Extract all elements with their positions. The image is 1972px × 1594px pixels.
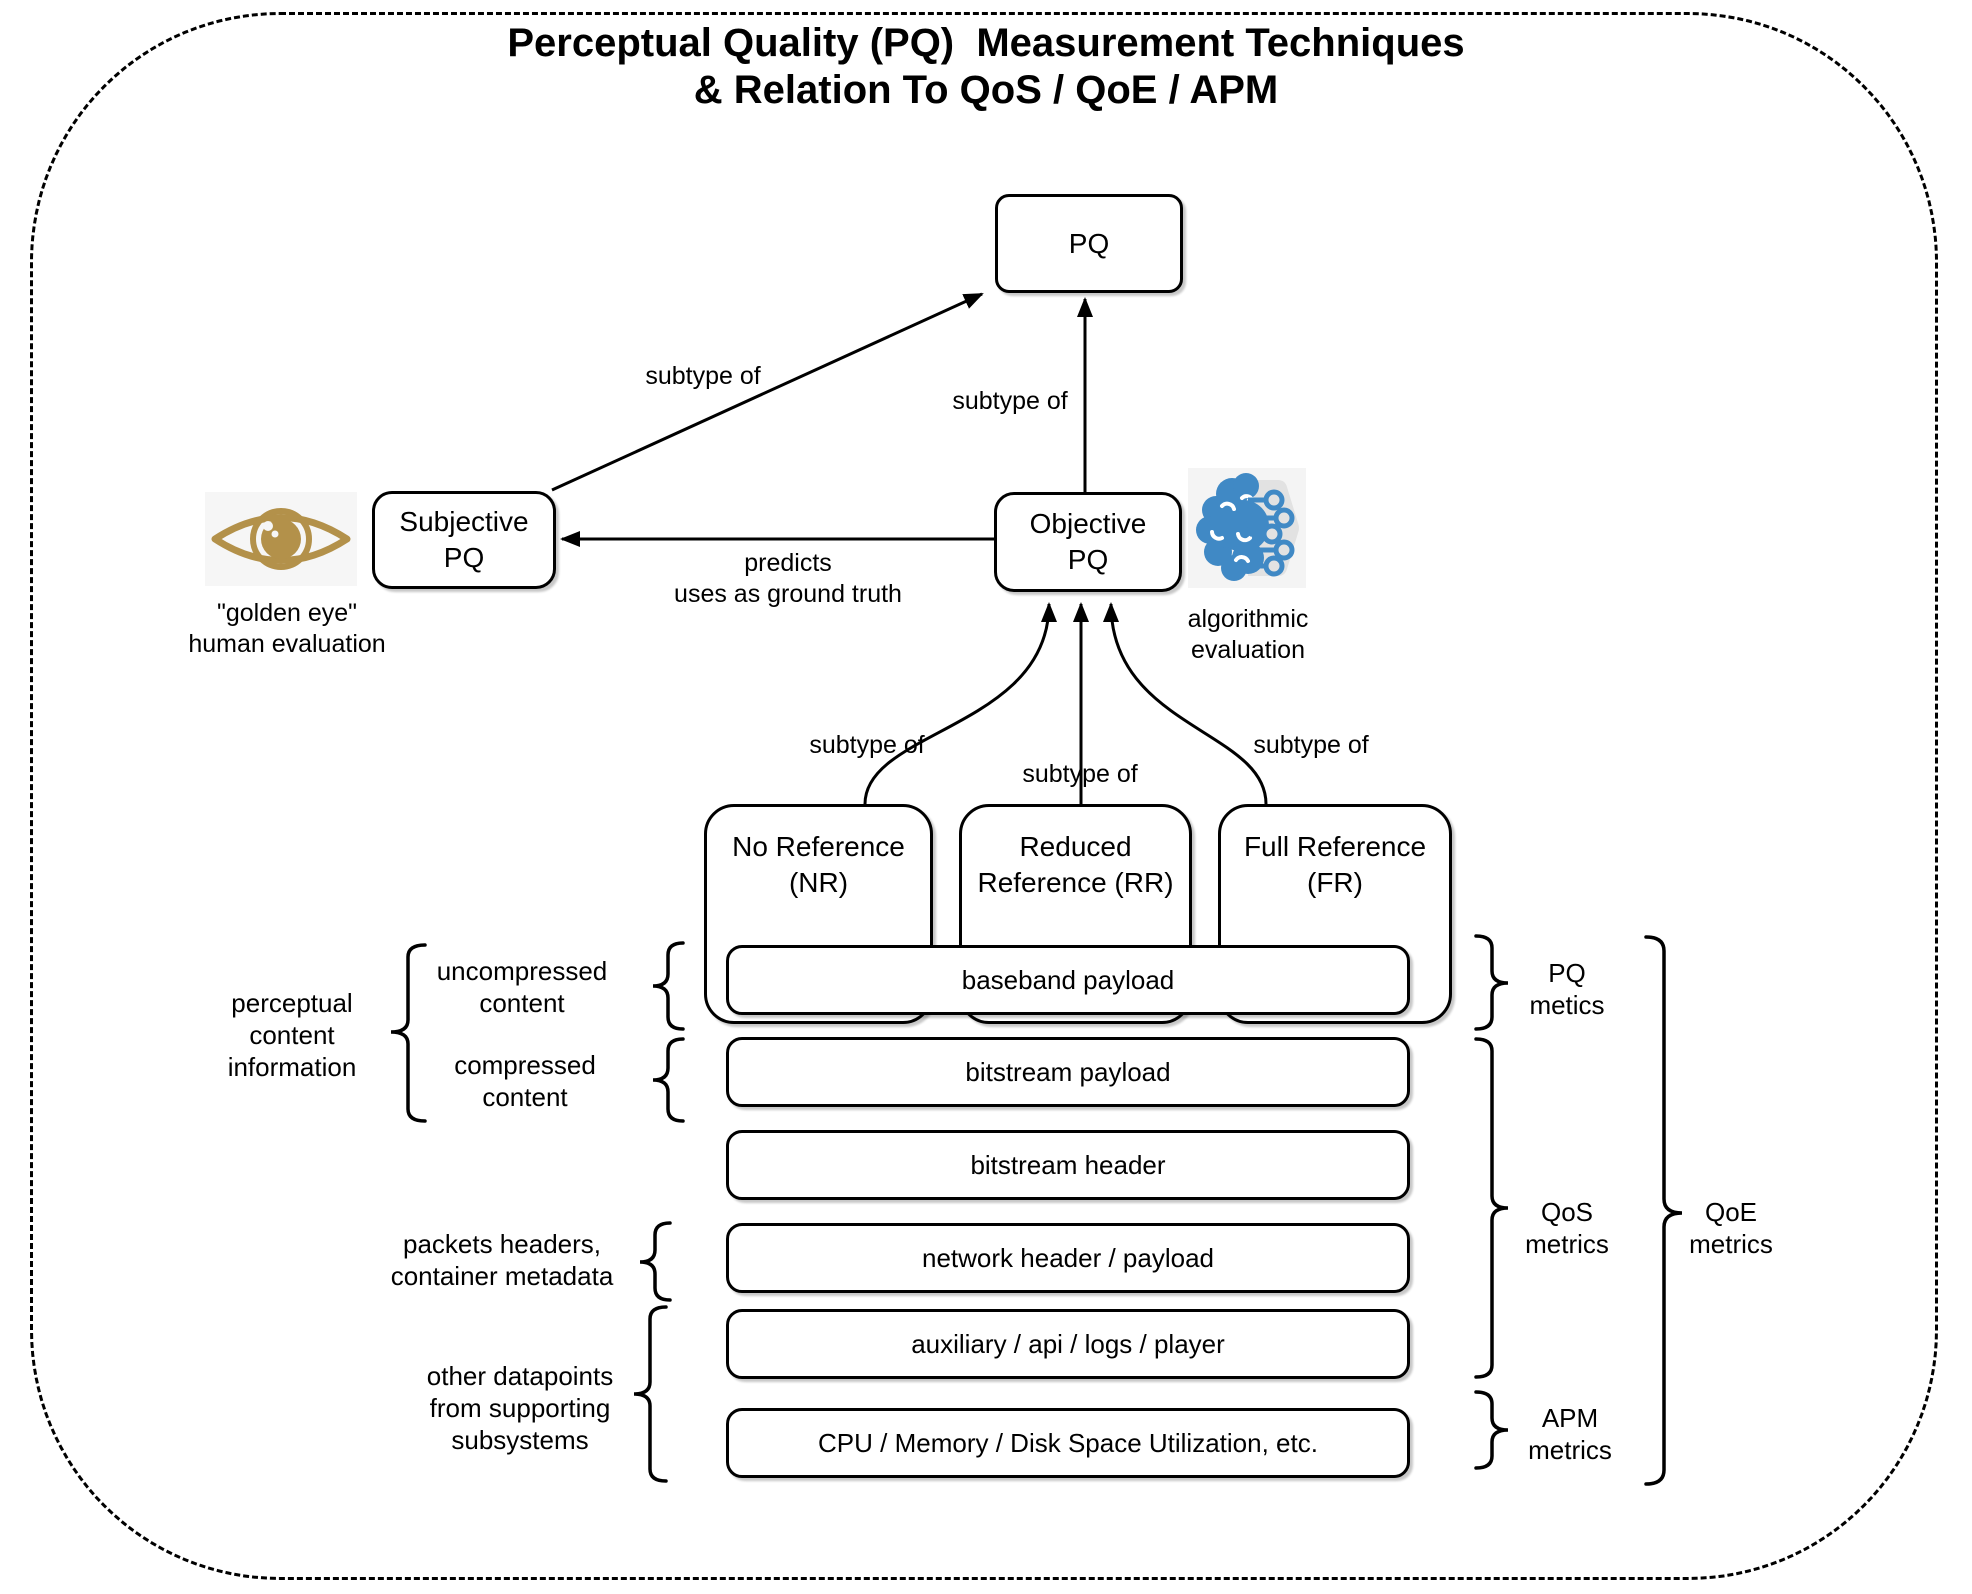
node-pq: PQ <box>995 194 1183 293</box>
edge-label-subtype-rr: subtype of <box>1022 760 1138 788</box>
node-objective-pq: Objective PQ <box>994 492 1182 592</box>
bar-auxiliary-api-logs-player: auxiliary / api / logs / player <box>726 1309 1410 1379</box>
edge-label-subtype-objective: subtype of <box>952 387 1068 415</box>
edge-label-subtype-nr: subtype of <box>809 731 925 759</box>
edge-label-subtype-subjective: subtype of <box>645 362 761 390</box>
annotation-pq-metics: PQ metics <box>1529 958 1605 1020</box>
node-subjective-pq: Subjective PQ <box>372 491 556 589</box>
caption-golden-eye: "golden eye" human evaluation <box>188 599 386 658</box>
algorithmic-brain-icon <box>1188 468 1306 588</box>
bar-network-header-payload: network header / payload <box>726 1223 1410 1293</box>
bar-bitstream-payload: bitstream payload <box>726 1037 1410 1107</box>
annotation-qos-metrics: QoS metrics <box>1525 1197 1609 1259</box>
dashed-outer-border <box>30 12 1938 1580</box>
caption-algorithmic: algorithmic evaluation <box>1187 605 1309 664</box>
annotation-other-datapoints: other datapoints from supporting subsyst… <box>426 1361 614 1455</box>
annotation-apm-metrics: APM metrics <box>1528 1403 1612 1465</box>
edge-label-subtype-fr: subtype of <box>1253 731 1369 759</box>
page-title: Perceptual Quality (PQ) Measurement Tech… <box>0 20 1972 114</box>
annotation-perceptual-content: perceptual content information <box>227 988 357 1082</box>
annotation-compressed-content: compressed content <box>454 1050 596 1112</box>
edge-label-predicts: predicts uses as ground truth <box>674 549 902 608</box>
title-line-2: & Relation To QoS / QoE / APM <box>693 68 1279 112</box>
title-line-1: Perceptual Quality (PQ) Measurement Tech… <box>507 21 1465 65</box>
annotation-packets-headers: packets headers, container metadata <box>390 1229 614 1291</box>
bar-bitstream-header: bitstream header <box>726 1130 1410 1200</box>
golden-eye-icon <box>205 492 357 586</box>
annotation-qoe-metrics: QoE metrics <box>1689 1197 1773 1259</box>
bar-cpu-memory-disk: CPU / Memory / Disk Space Utilization, e… <box>726 1408 1410 1478</box>
bar-baseband-payload: baseband payload <box>726 945 1410 1015</box>
annotation-uncompressed-content: uncompressed content <box>436 956 608 1018</box>
